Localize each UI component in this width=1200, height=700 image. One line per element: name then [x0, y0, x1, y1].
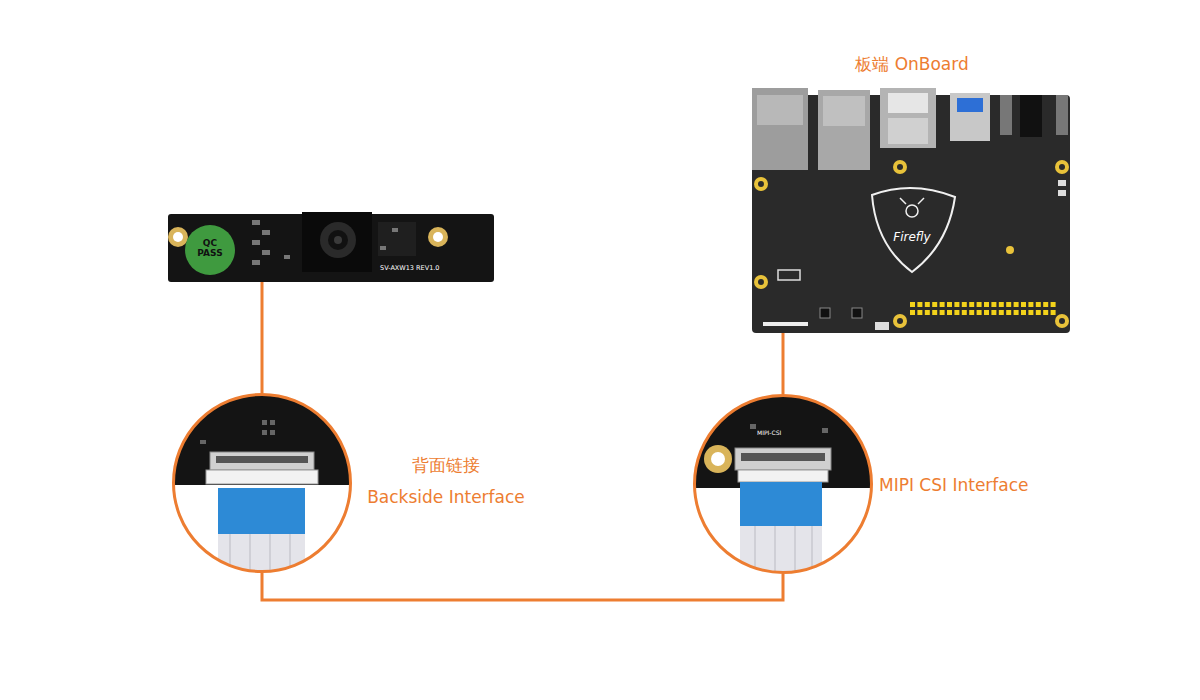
header-pin	[962, 302, 967, 307]
silkscreen-label: MIPI-CSI	[757, 430, 781, 437]
header-pin	[991, 302, 996, 307]
header-pin	[932, 302, 937, 307]
camera-module	[168, 212, 494, 282]
header-pin	[947, 302, 952, 307]
circle-outline	[695, 396, 872, 573]
header-pin	[940, 302, 945, 307]
board	[752, 88, 1070, 333]
header-pin	[1014, 302, 1019, 307]
zoom-callout: 背面链接Backside Interface	[172, 393, 352, 573]
header-pin	[1043, 310, 1048, 315]
header-pin	[917, 310, 922, 315]
header-pin	[940, 310, 945, 315]
circle-outline	[172, 393, 352, 573]
header-pin	[991, 310, 996, 315]
header-pin	[962, 310, 967, 315]
header-pin	[977, 302, 982, 307]
header-pin	[1051, 310, 1056, 315]
mipi-zoom	[691, 394, 875, 578]
header-pin	[1021, 302, 1026, 307]
callout-label: 背面链接	[412, 456, 480, 475]
board: 板端 OnBoardFirefly	[752, 88, 1070, 333]
header-pin	[1006, 302, 1011, 307]
header-pin	[932, 310, 937, 315]
connector-line	[262, 573, 783, 600]
header-pin	[1021, 310, 1026, 315]
header-pin	[1014, 310, 1019, 315]
header-pin	[910, 302, 915, 307]
header-pin	[999, 310, 1004, 315]
header-pin	[969, 302, 974, 307]
header-pin	[977, 310, 982, 315]
header-pin	[969, 310, 974, 315]
header-pin	[984, 310, 989, 315]
header-pin	[984, 302, 989, 307]
connector-line	[261, 282, 264, 393]
circle-outline	[693, 394, 873, 574]
connector	[783, 333, 784, 394]
header-pin	[954, 310, 959, 315]
callout-label: Backside Interface	[367, 488, 525, 507]
camera-module: QC PASS SV-AXW13 REV1.0	[168, 214, 494, 282]
header-pin	[1051, 302, 1056, 307]
header-pin	[910, 310, 915, 315]
header-pin	[925, 310, 930, 315]
header-pin	[917, 302, 922, 307]
header-pin	[1036, 302, 1041, 307]
backside-zoom	[170, 393, 354, 579]
connector	[262, 282, 263, 393]
header-pin	[1043, 302, 1048, 307]
callout-label: MIPI CSI Interface	[879, 476, 1029, 495]
connector-line	[782, 333, 785, 394]
header-pin	[925, 302, 930, 307]
logo-text: Firefly	[893, 231, 930, 244]
header-pin	[947, 310, 952, 315]
header-pin	[1028, 310, 1033, 315]
zoom-callout: MIPI-CSIMIPI CSI Interface	[693, 394, 873, 574]
qc-sticker-text: QC PASS	[195, 239, 225, 259]
silkscreen-label: SV-AXW13 REV1.0	[380, 265, 439, 272]
header-pin	[1006, 310, 1011, 315]
header-pin	[999, 302, 1004, 307]
board-heading: 板端 OnBoard	[855, 55, 969, 74]
connector	[262, 573, 783, 600]
header-pin	[1028, 302, 1033, 307]
header-pin	[1036, 310, 1041, 315]
circle-outline	[174, 395, 351, 572]
header-pin	[954, 302, 959, 307]
